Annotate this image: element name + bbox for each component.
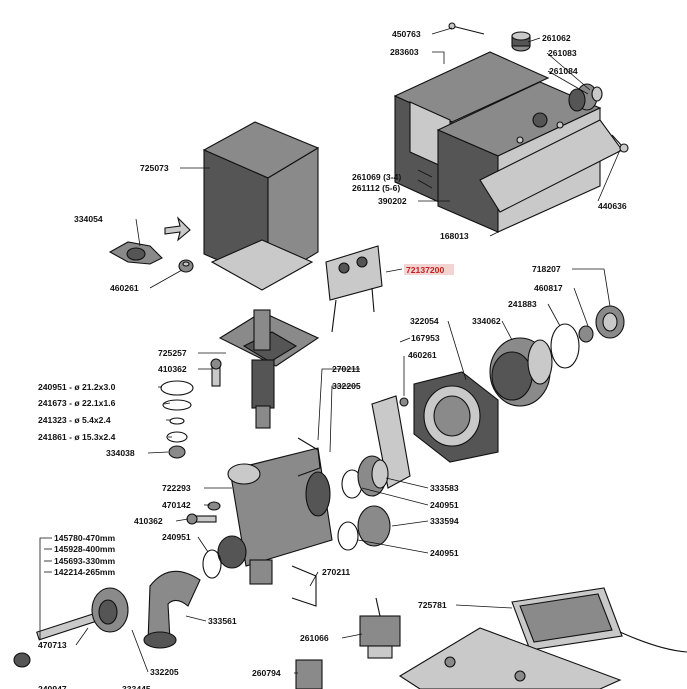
label-390202: 390202 — [378, 196, 407, 206]
label-260794: 260794 — [252, 668, 281, 678]
armature-drawing — [218, 309, 320, 429]
bottom-panel-drawing — [398, 627, 622, 689]
elbow-drawing — [143, 570, 201, 649]
switch-260794-drawing — [295, 659, 323, 689]
label-240951-right-lower: 240951 — [430, 548, 459, 558]
label-241883: 241883 — [508, 299, 537, 309]
wing-nut-drawing — [108, 216, 191, 265]
label-142214-265mm: 142214-265mm — [54, 567, 116, 577]
label-332205-lower: 332205 — [150, 667, 179, 677]
label-460817: 460817 — [534, 283, 563, 293]
label-333594: 333594 — [430, 516, 459, 526]
leader-lines — [39, 27, 621, 674]
label-410362-lower: 410362 — [134, 516, 163, 526]
label-334038: 334038 — [106, 448, 135, 458]
label-168013: 168013 — [440, 231, 469, 241]
nut-460261-drawing — [178, 259, 194, 273]
bracket-drawing — [371, 395, 411, 489]
coupling-drawing — [337, 455, 391, 551]
label-261066: 261066 — [300, 633, 329, 643]
label-240951-21-2x3-0: 240951 - ø 21.2x3.0 — [38, 382, 116, 392]
label-322054: 322054 — [410, 316, 439, 326]
knob-261062-drawing — [511, 31, 531, 52]
screw-450763-drawing — [448, 22, 485, 35]
label-241673-22-1x1-6: 241673 - ø 22.1x1.6 — [38, 398, 116, 408]
rotor-drawing — [489, 337, 553, 407]
label-725257: 725257 — [158, 348, 187, 358]
label-460261-upper: 460261 — [110, 283, 139, 293]
label-440636: 440636 — [598, 201, 627, 211]
label-718207: 718207 — [532, 264, 561, 274]
pcb-drawing — [325, 245, 383, 333]
label-722293: 722293 — [162, 483, 191, 493]
cable-connector-drawing — [511, 587, 687, 653]
label-261112: 261112 (5-6) — [352, 183, 400, 193]
highlight-72137200-bg — [404, 264, 454, 275]
label-145780-470mm: 145780-470mm — [54, 533, 116, 543]
switch-drawing — [359, 597, 401, 659]
housing-ring-drawing — [413, 371, 499, 463]
valve-body-drawing — [217, 447, 333, 585]
label-334062: 334062 — [472, 316, 501, 326]
clip-270211-drawing — [291, 437, 321, 607]
bolt-410362-drawing — [210, 358, 222, 387]
part-labels: 450763 261062 283603 261083 261084 72507… — [38, 29, 627, 689]
label-333561: 333561 — [208, 616, 237, 626]
probe-drawing — [13, 587, 129, 668]
nut-460817-drawing — [578, 325, 594, 343]
label-240951-left: 240951 — [162, 532, 191, 542]
control-box-drawing — [393, 51, 623, 233]
cap-718207-drawing — [595, 305, 625, 339]
label-261083: 261083 — [548, 48, 577, 58]
label-334054: 334054 — [74, 214, 103, 224]
label-725781: 725781 — [418, 600, 447, 610]
label-72137200: 72137200 — [406, 265, 444, 275]
label-333445: 333445 — [122, 684, 151, 689]
label-261062: 261062 — [542, 33, 571, 43]
label-450763: 450763 — [392, 29, 421, 39]
label-283603: 283603 — [390, 47, 419, 57]
label-167953: 167953 — [411, 333, 440, 343]
label-240947: 240947 — [38, 684, 67, 689]
seal-241883-drawing — [550, 323, 580, 369]
bolt-470142-drawing — [186, 501, 221, 525]
label-261084: 261084 — [549, 66, 578, 76]
label-240951-right-upper: 240951 — [430, 500, 459, 510]
label-725073: 725073 — [140, 163, 169, 173]
screw-440636-drawing — [611, 134, 629, 153]
label-333583: 333583 — [430, 483, 459, 493]
label-470142: 470142 — [162, 500, 191, 510]
label-241861-15-3x2-4: 241861 - ø 15.3x2.4 — [38, 432, 116, 442]
label-470713: 470713 — [38, 640, 67, 650]
label-332205-upper: 332205 — [332, 381, 361, 391]
o-ring-240951-drawing — [202, 549, 222, 579]
label-145693-330mm: 145693-330mm — [54, 556, 116, 566]
label-270211-upper: 270211 — [332, 364, 360, 374]
label-460261-lower: 460261 — [408, 350, 437, 360]
coil-housing-drawing — [202, 121, 320, 291]
o-rings-drawing — [160, 380, 194, 459]
label-261069: 261069 (3-4) — [352, 172, 401, 182]
label-241323-5-4x2-4: 241323 - ø 5.4x2.4 — [38, 415, 111, 425]
label-410362-upper: 410362 — [158, 364, 187, 374]
label-270211-lower: 270211 — [322, 567, 350, 577]
label-145928-400mm: 145928-400mm — [54, 544, 116, 554]
